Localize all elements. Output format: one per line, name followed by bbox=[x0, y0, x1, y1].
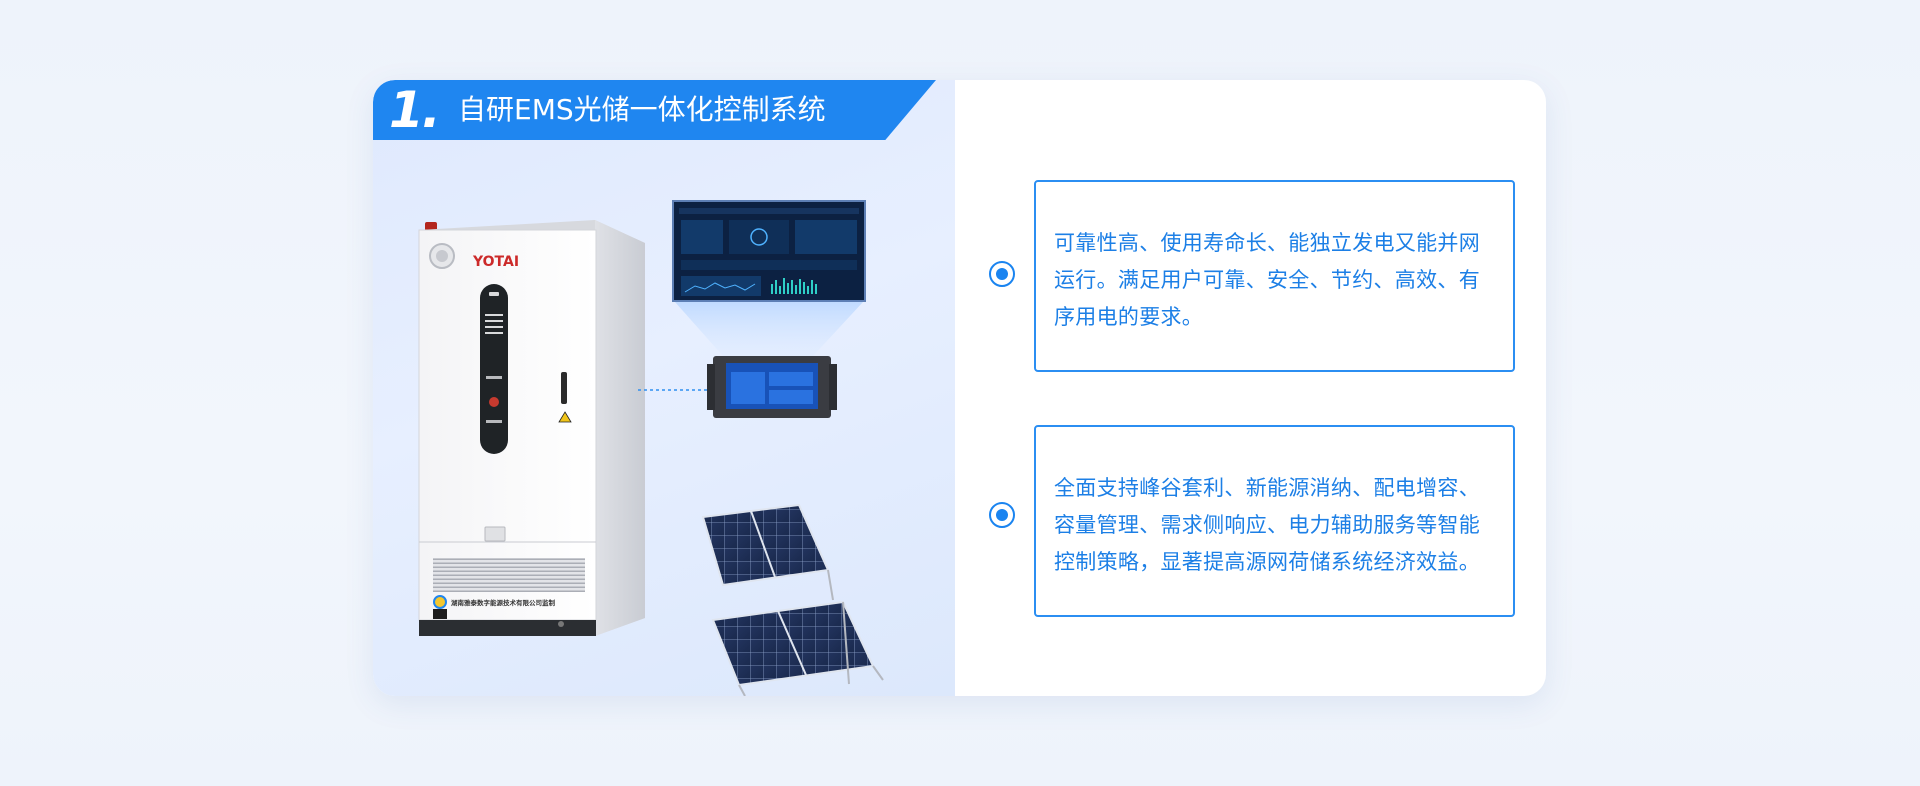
controller-device bbox=[707, 356, 837, 418]
feature-list: 可靠性高、使用寿命长、能独立发电又能并网运行。满足用户可靠、安全、节约、高效、有… bbox=[955, 80, 1546, 696]
energy-storage-cabinet bbox=[418, 220, 645, 636]
solar-panels bbox=[701, 503, 884, 696]
dashboard-monitor bbox=[672, 200, 866, 302]
illustration-pane: YOTAI 湖南雅泰数字能源技术有限公司监制 bbox=[373, 80, 955, 696]
feature-item: 全面支持峰谷套利、新能源消纳、配电增容、容量管理、需求侧响应、电力辅助服务等智能… bbox=[955, 425, 1546, 617]
radio-bullet-icon bbox=[989, 502, 1015, 528]
section-title: 自研EMS光储一体化控制系统 bbox=[458, 93, 826, 126]
product-illustration: YOTAI 湖南雅泰数字能源技术有限公司监制 bbox=[418, 200, 884, 696]
radio-bullet-icon bbox=[989, 261, 1015, 287]
feature-box: 全面支持峰谷套利、新能源消纳、配电增容、容量管理、需求侧响应、电力辅助服务等智能… bbox=[1034, 425, 1515, 617]
feature-card: YOTAI 湖南雅泰数字能源技术有限公司监制 bbox=[373, 80, 1546, 696]
feature-text: 可靠性高、使用寿命长、能独立发电又能并网运行。满足用户可靠、安全、节约、高效、有… bbox=[1054, 231, 1480, 329]
feature-box: 可靠性高、使用寿命长、能独立发电又能并网运行。满足用户可靠、安全、节约、高效、有… bbox=[1034, 180, 1515, 372]
feature-text: 全面支持峰谷套利、新能源消纳、配电增容、容量管理、需求侧响应、电力辅助服务等智能… bbox=[1054, 476, 1480, 574]
section-title-banner: 1. 自研EMS光储一体化控制系统 bbox=[373, 80, 936, 140]
cabinet-footer-text: 湖南雅泰数字能源技术有限公司监制 bbox=[451, 598, 556, 607]
feature-item: 可靠性高、使用寿命长、能独立发电又能并网运行。满足用户可靠、安全、节约、高效、有… bbox=[955, 180, 1546, 372]
brand-logo: YOTAI bbox=[472, 254, 519, 270]
section-number: 1. bbox=[389, 81, 441, 139]
